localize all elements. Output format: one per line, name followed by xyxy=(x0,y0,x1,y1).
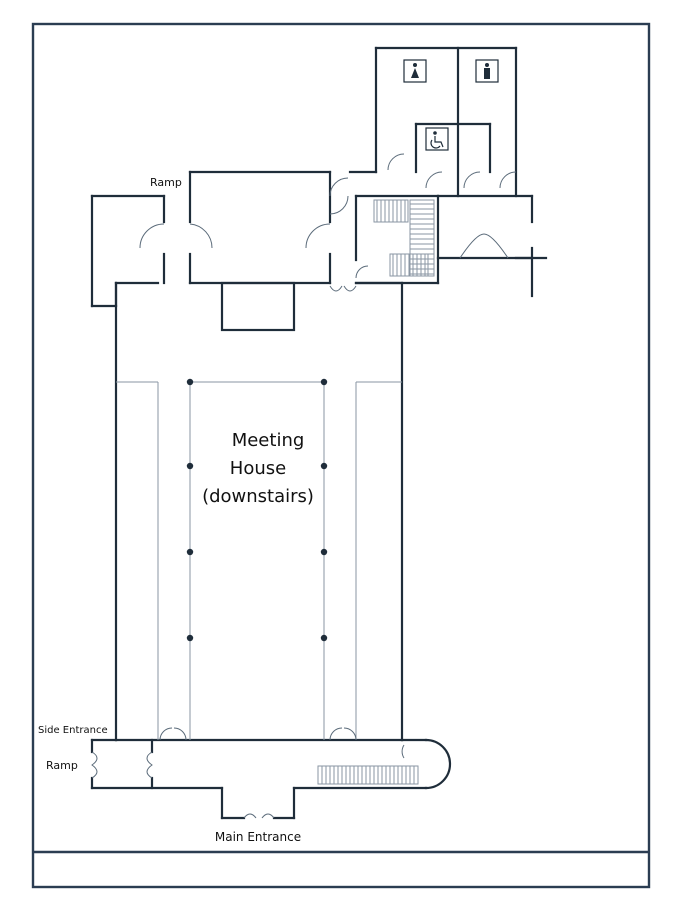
male-toilet-icon xyxy=(475,59,499,83)
stage xyxy=(220,281,296,332)
toilet-doors xyxy=(387,153,517,259)
entrance-doors xyxy=(91,744,405,819)
side-entrance-label: Side Entrance xyxy=(38,725,108,736)
upper-doors xyxy=(139,177,369,292)
upper-center-room xyxy=(188,170,332,285)
hall-bottom-doors xyxy=(159,727,357,741)
map-frame xyxy=(31,22,651,889)
main-hall-walls xyxy=(114,281,404,742)
upper-left-room xyxy=(90,194,166,308)
ramp-side-label: Ramp xyxy=(46,759,78,772)
toilets-block xyxy=(348,46,548,298)
female-toilet-icon xyxy=(403,59,427,83)
stair-core xyxy=(354,194,440,285)
accessible-toilet-icon xyxy=(425,127,449,151)
aisle-lines xyxy=(116,381,402,740)
map-title-line-1: Meeting xyxy=(232,430,305,451)
ramp-top-label: Ramp xyxy=(150,176,182,189)
map-title-line-2: House xyxy=(230,458,286,479)
stairs-bottom xyxy=(317,765,419,785)
map-title-line-3: (downstairs) xyxy=(202,486,314,507)
entrance-corridor xyxy=(90,738,452,820)
main-entrance-label: Main Entrance xyxy=(215,830,301,844)
columns xyxy=(186,378,328,642)
